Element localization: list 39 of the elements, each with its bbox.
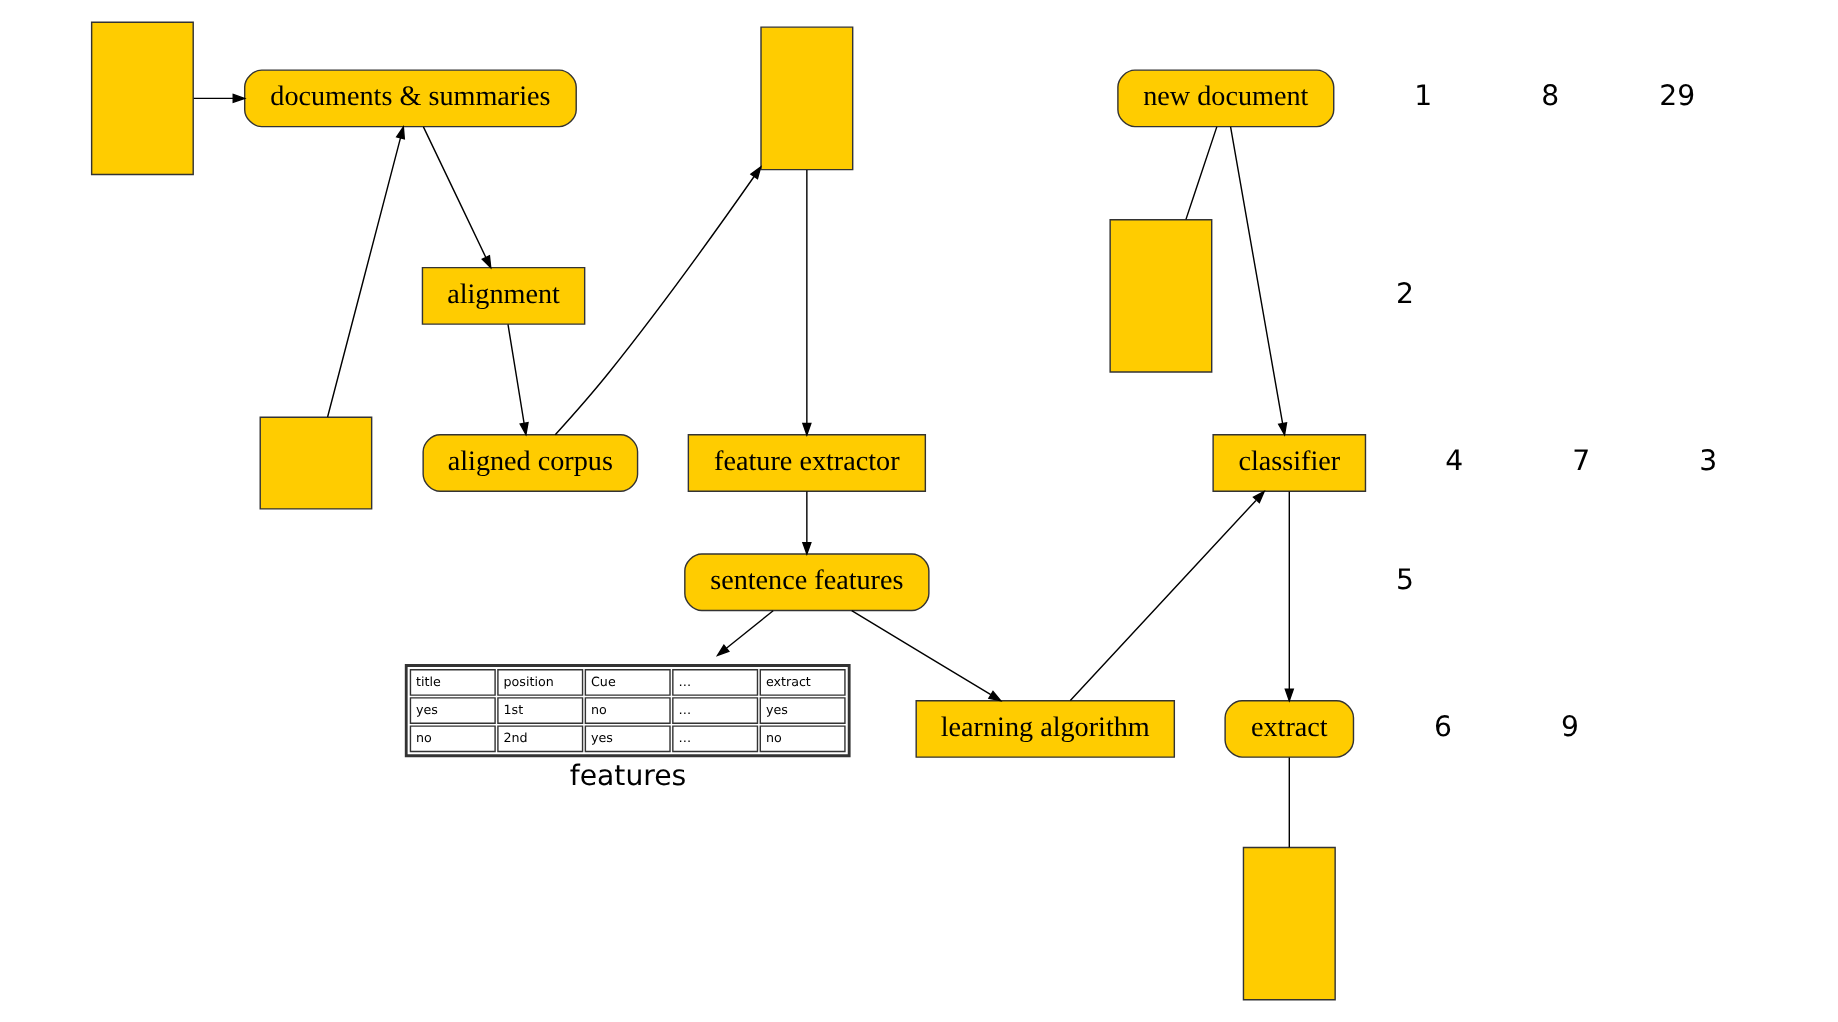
arrow — [507, 323, 529, 437]
node-box: learning algorithm — [915, 700, 1176, 758]
node-box — [90, 21, 194, 176]
arrow — [193, 93, 247, 104]
arrow — [1284, 490, 1295, 703]
node-box — [760, 26, 854, 171]
node-box — [1242, 846, 1336, 1001]
arrow — [1229, 126, 1288, 437]
node-box: documents & summaries — [244, 69, 577, 128]
connector — [1288, 756, 1290, 848]
node-label: features — [569, 761, 687, 794]
node-box — [259, 416, 373, 510]
node-box — [1109, 219, 1213, 373]
arrow — [554, 165, 762, 436]
label: 4 — [1445, 446, 1464, 479]
label: 5 — [1396, 565, 1414, 598]
node-box: aligned corpus — [422, 434, 639, 492]
label: 1 — [1414, 81, 1433, 114]
label: 8 — [1541, 81, 1560, 114]
node-box: new document — [1117, 69, 1335, 128]
label: 6 — [1434, 712, 1453, 744]
arrow — [715, 610, 774, 657]
connector — [1185, 126, 1218, 221]
label: 3 — [1699, 446, 1718, 479]
arrow — [801, 490, 812, 557]
arrow — [801, 169, 812, 437]
node-box: alignment — [421, 266, 586, 325]
node-box: feature extractor — [687, 434, 927, 492]
node-box: classifier — [1212, 434, 1367, 492]
label: 9 — [1561, 712, 1579, 744]
label: 29 — [1659, 81, 1696, 114]
label: 7 — [1572, 446, 1591, 479]
node-box: extract — [1224, 700, 1355, 758]
arrow — [422, 126, 492, 270]
arrow — [851, 610, 1003, 702]
node-box: sentence features — [684, 553, 930, 612]
label: 2 — [1396, 278, 1414, 311]
arrow — [326, 124, 406, 418]
arrow — [1069, 490, 1266, 702]
